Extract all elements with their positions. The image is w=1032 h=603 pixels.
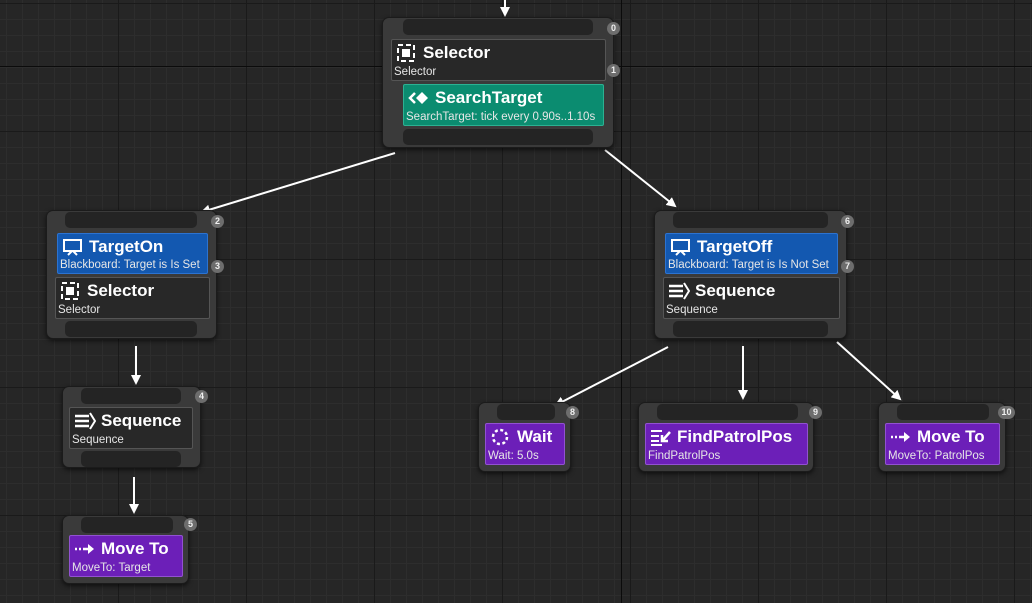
- wire-root-left: [200, 152, 396, 215]
- task-block[interactable]: Move To MoveTo: Target: [69, 535, 183, 577]
- execution-index-badge: 0: [607, 22, 620, 35]
- wire-root-right: [604, 149, 677, 208]
- composite-block[interactable]: Selector Selector: [55, 277, 210, 319]
- move-to-icon: [890, 428, 912, 446]
- decorator-block[interactable]: TargetOff Blackboard: Target is Is Not S…: [665, 233, 838, 274]
- input-pin[interactable]: [497, 404, 555, 420]
- node-subtitle: MoveTo: PatrolPos: [888, 450, 985, 462]
- node-subtitle: Wait: 5.0s: [488, 450, 539, 462]
- node-subtitle: Sequence: [666, 304, 718, 316]
- node-subtitle: Blackboard: Target is Is Not Set: [668, 259, 829, 271]
- service-block[interactable]: SearchTarget SearchTarget: tick every 0.…: [403, 84, 604, 126]
- wire-right-wait: [554, 346, 669, 406]
- wire-right-moveto: [836, 341, 902, 401]
- execution-index-badge: 7: [841, 260, 854, 273]
- root-selector-node[interactable]: 0 Selector Selector 1 SearchTarget Searc…: [382, 17, 620, 148]
- node-title: TargetOn: [89, 237, 164, 256]
- blackboard-icon: [670, 238, 692, 256]
- node-subtitle: Blackboard: Target is Is Set: [60, 259, 200, 271]
- moveto-patrol-node[interactable]: 10 Move To MoveTo: PatrolPos: [878, 402, 1015, 472]
- find-patrol-icon: [650, 428, 672, 446]
- node-title: Sequence: [695, 281, 776, 300]
- node-subtitle: Selector: [58, 304, 101, 316]
- node-title: SearchTarget: [435, 88, 543, 107]
- execution-index-badge: 9: [809, 406, 822, 419]
- task-block[interactable]: FindPatrolPos FindPatrolPos: [645, 423, 808, 465]
- execution-index-badge: 8: [566, 406, 579, 419]
- decorator-block[interactable]: TargetOn Blackboard: Target is Is Set: [57, 233, 208, 274]
- input-pin[interactable]: [657, 404, 798, 420]
- node-subtitle: SearchTarget: tick every 0.90s..1.10s: [406, 111, 596, 123]
- task-block[interactable]: Wait Wait: 5.0s: [485, 423, 565, 465]
- move-to-icon: [74, 540, 96, 558]
- execution-index-badge: 3: [211, 260, 224, 273]
- find-patrol-node[interactable]: 9 FindPatrolPos FindPatrolPos: [638, 402, 822, 472]
- composite-block[interactable]: Sequence Sequence: [69, 407, 193, 449]
- selector-icon: [396, 44, 418, 62]
- left-sequence-node[interactable]: 4 Sequence Sequence: [62, 386, 208, 468]
- node-title: Move To: [917, 427, 985, 446]
- node-title: FindPatrolPos: [677, 427, 793, 446]
- node-title: Wait: [517, 427, 553, 446]
- selector-icon: [60, 282, 82, 300]
- wait-node[interactable]: 8 Wait Wait: 5.0s: [478, 402, 579, 472]
- composite-block[interactable]: Sequence Sequence: [663, 277, 840, 319]
- input-pin[interactable]: [673, 212, 828, 228]
- node-title: Sequence: [101, 411, 182, 430]
- moveto-target-node[interactable]: 5 Move To MoveTo: Target: [62, 515, 197, 584]
- right-sequence-node[interactable]: 6 TargetOff Blackboard: Target is Is Not…: [654, 210, 854, 339]
- node-subtitle: FindPatrolPos: [648, 450, 721, 462]
- node-subtitle: Sequence: [72, 434, 124, 446]
- input-pin[interactable]: [81, 388, 181, 404]
- execution-index-badge: 5: [184, 518, 197, 531]
- node-title: Selector: [87, 281, 155, 300]
- output-pin[interactable]: [403, 129, 593, 145]
- output-pin[interactable]: [81, 451, 181, 467]
- node-title: TargetOff: [697, 237, 773, 256]
- output-pin[interactable]: [65, 321, 197, 337]
- execution-index-badge: 6: [841, 215, 854, 228]
- input-pin[interactable]: [403, 19, 593, 35]
- left-selector-node[interactable]: 2 TargetOn Blackboard: Target is Is Set …: [46, 210, 224, 339]
- node-title: Move To: [101, 539, 169, 558]
- input-pin[interactable]: [65, 212, 197, 228]
- origin-axis-vertical: [621, 0, 622, 603]
- task-block[interactable]: Move To MoveTo: PatrolPos: [885, 423, 1000, 465]
- output-pin[interactable]: [673, 321, 828, 337]
- execution-index-badge: 10: [998, 406, 1015, 419]
- execution-index-badge: 1: [607, 64, 620, 77]
- node-subtitle: MoveTo: Target: [72, 562, 151, 574]
- wait-icon: [490, 428, 512, 446]
- execution-index-badge: 4: [195, 390, 208, 403]
- sequence-icon: [74, 412, 97, 430]
- node-subtitle: Selector: [394, 66, 437, 78]
- sequence-icon: [668, 282, 691, 300]
- node-title: Selector: [423, 43, 491, 62]
- blackboard-icon: [62, 238, 84, 256]
- input-pin[interactable]: [897, 404, 989, 420]
- service-icon: [408, 89, 430, 107]
- composite-block[interactable]: Selector Selector: [391, 39, 606, 81]
- execution-index-badge: 2: [211, 215, 224, 228]
- input-pin[interactable]: [81, 517, 173, 533]
